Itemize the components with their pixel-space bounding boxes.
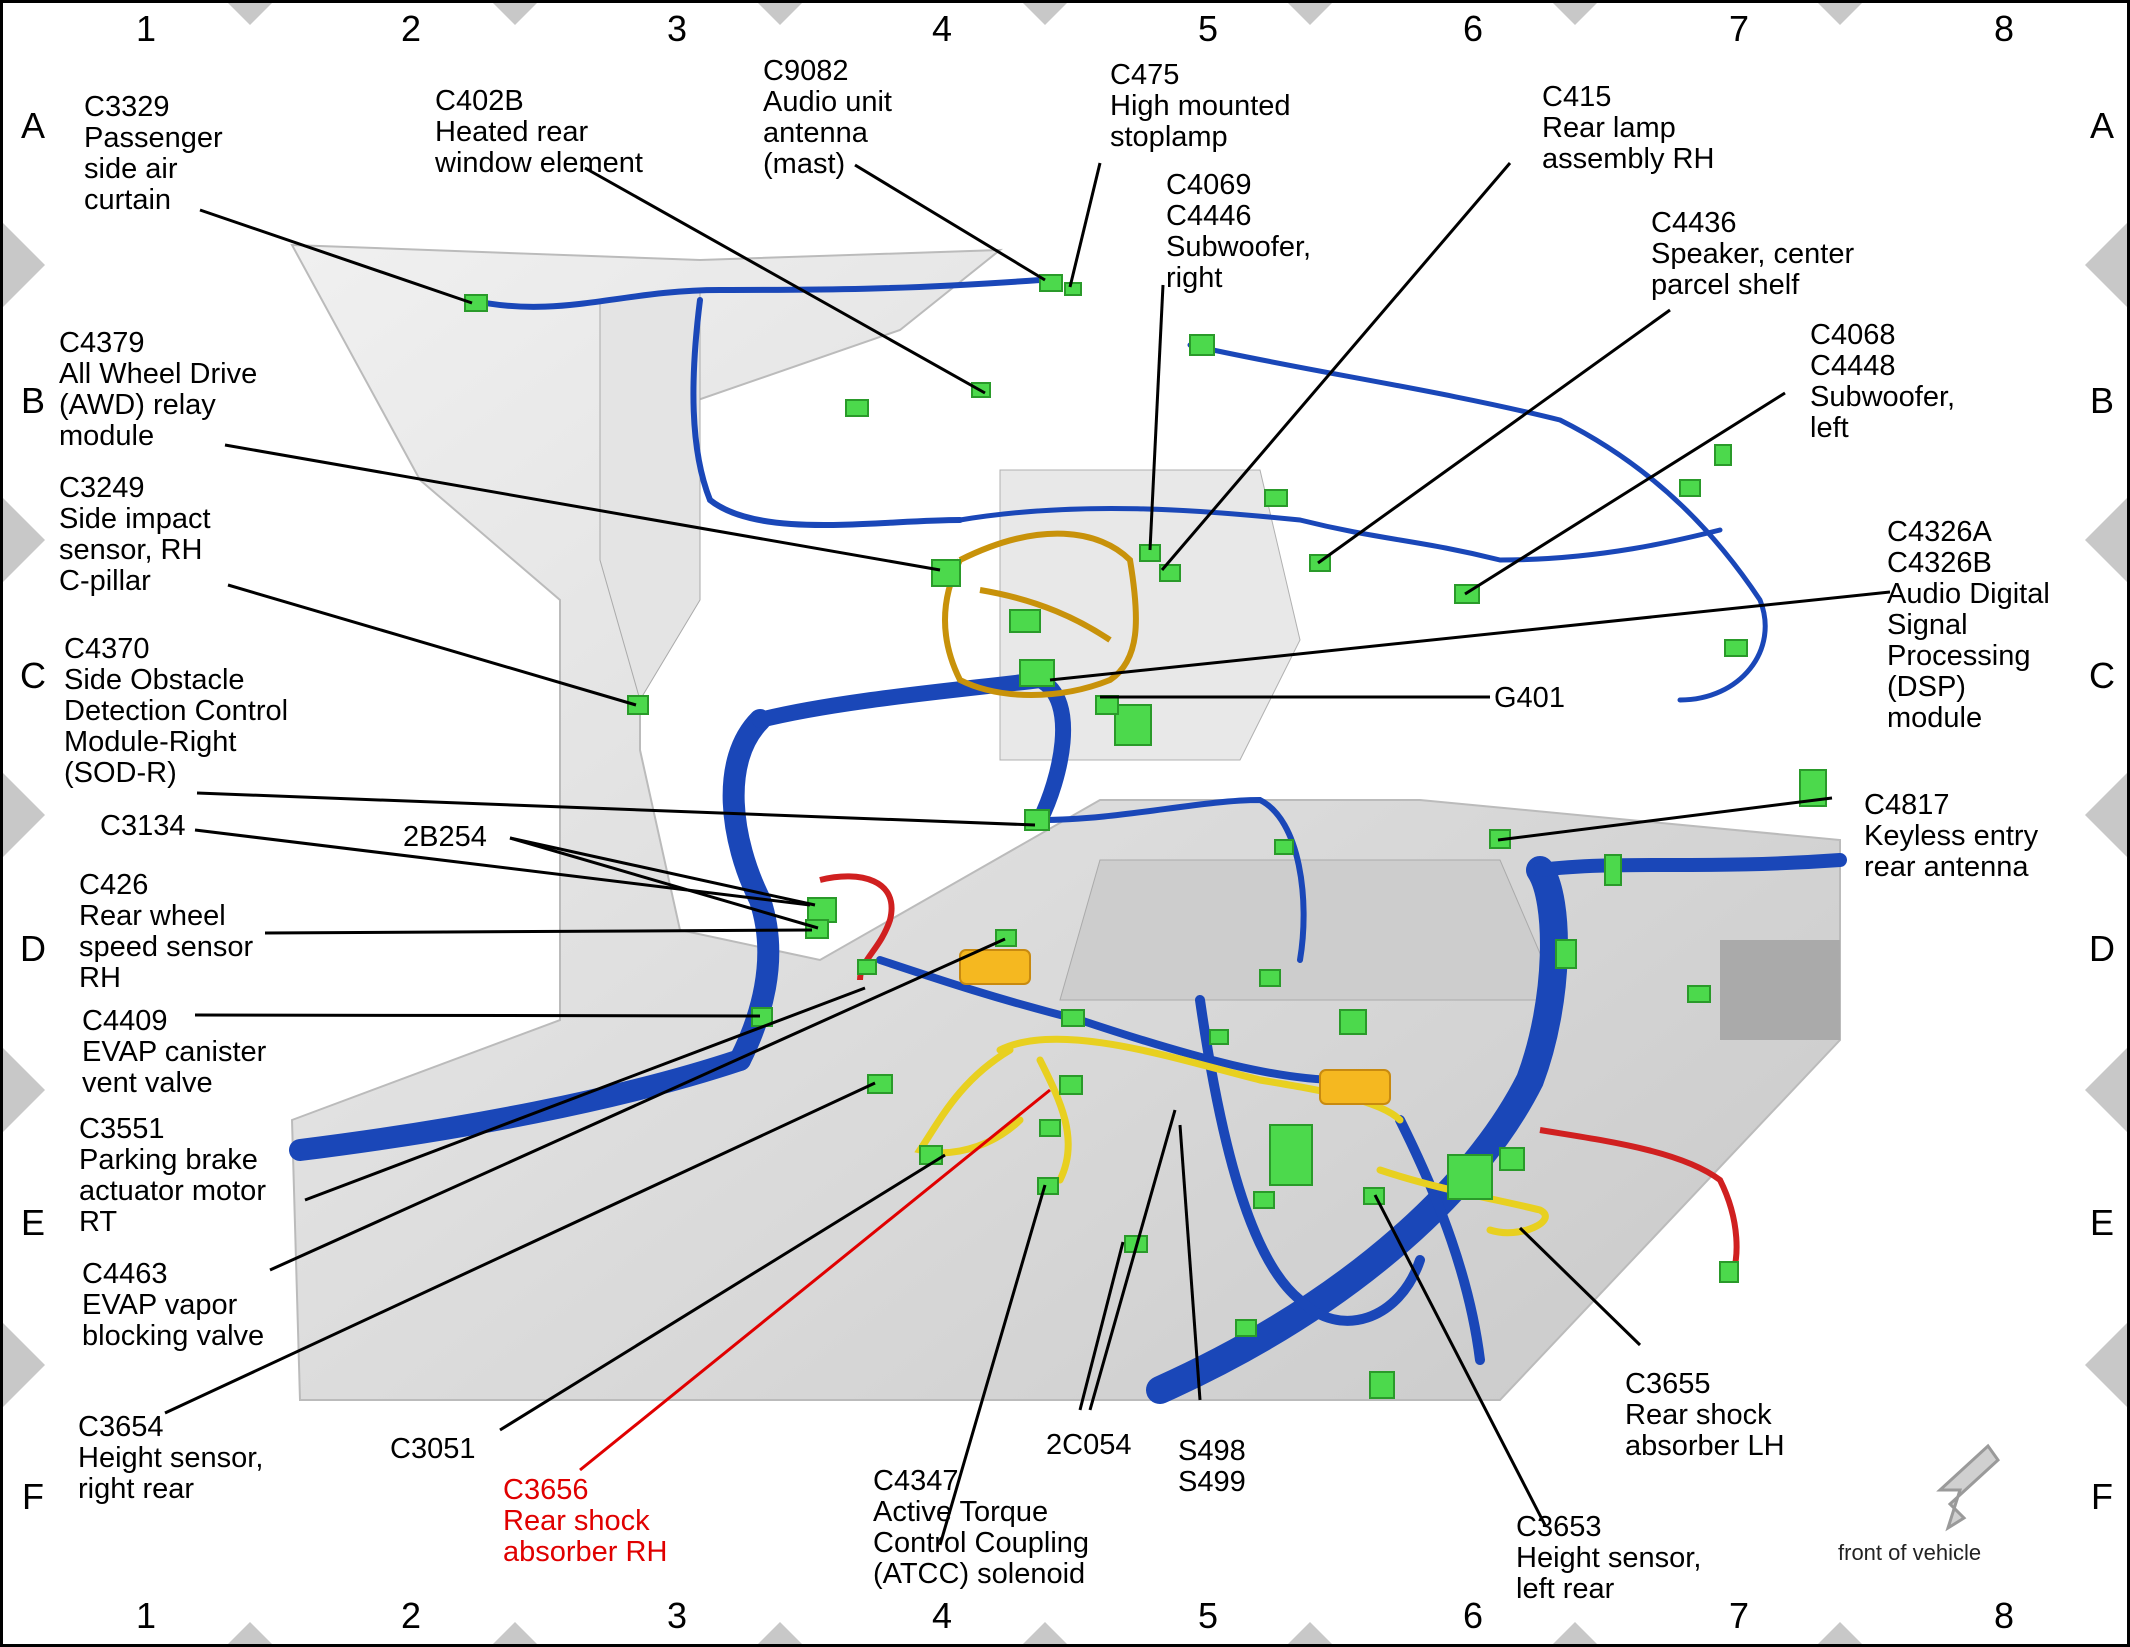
callout-c4370: C4370 Side Obstacle Detection Control Mo…: [64, 633, 289, 789]
callout-c402b: C402B Heated rear window element: [435, 85, 643, 179]
callout-c4436: C4436 Speaker, center parcel shelf: [1651, 207, 1855, 301]
callout-g401: G401: [1494, 682, 1565, 714]
callout-2c054: 2C054: [1046, 1429, 1132, 1461]
callout-c4069: C4069 C4446 Subwoofer, right: [1166, 169, 1312, 294]
callout-c3656: C3656 Rear shock absorber RH: [503, 1474, 668, 1568]
grid-row-d-right: D: [2089, 928, 2115, 969]
callout-c475: C475 High mounted stoplamp: [1110, 59, 1291, 153]
leader-lines: [164, 162, 1891, 1546]
grid-row-f-right: F: [2091, 1476, 2113, 1517]
front-of-vehicle-label: front of vehicle: [1838, 1540, 1982, 1565]
grid-col-6: 6: [1462, 8, 1484, 49]
callout-c3051: C3051: [390, 1433, 476, 1465]
grid-col-3: 3: [666, 8, 688, 49]
grid-col-6-bottom: 6: [1462, 1595, 1484, 1636]
grid-col-1-bottom: 1: [135, 1595, 157, 1636]
callout-c4326: C4326A C4326B Audio Digital Signal Proce…: [1887, 516, 2050, 734]
callout-c415: C415 Rear lamp assembly RH: [1542, 81, 1715, 175]
grid-col-2: 2: [400, 8, 422, 49]
grid-row-b-right: B: [2089, 380, 2114, 421]
callout-2b254: 2B254: [403, 821, 487, 853]
grid-row-c: C: [20, 655, 46, 696]
callout-c3654: C3654 Height sensor, right rear: [78, 1411, 264, 1505]
vehicle-body: [290, 243, 1841, 1401]
callout-c3134: C3134: [100, 810, 186, 842]
grid-row-f: F: [22, 1476, 44, 1517]
grid-col-8-bottom: 8: [1993, 1595, 2015, 1636]
callout-c3551: C3551 Parking brake actuator motor RT: [79, 1113, 266, 1238]
callout-c4817: C4817 Keyless entry rear antenna: [1864, 789, 2039, 883]
grid-col-5: 5: [1197, 8, 1219, 49]
orange-harness: [942, 530, 1139, 698]
grid-col-7-bottom: 7: [1728, 1595, 1750, 1636]
grid-row-e: E: [20, 1202, 45, 1243]
grid-col-7: 7: [1728, 8, 1750, 49]
grid-row-a-right: A: [2089, 105, 2114, 146]
grid-col-4-bottom: 4: [931, 1595, 953, 1636]
highlight-leader: [579, 1088, 1051, 1472]
grid-row-c-right: C: [2089, 655, 2115, 696]
callout-c4463: C4463 EVAP vapor blocking valve: [82, 1258, 265, 1352]
front-arrow-icon: [1936, 1443, 2000, 1532]
callout-c3329: C3329 Passenger side air curtain: [84, 91, 223, 216]
grid-col-5-bottom: 5: [1197, 1595, 1219, 1636]
callout-c3655: C3655 Rear shock absorber LH: [1625, 1368, 1785, 1462]
grid-row-d: D: [20, 928, 46, 969]
grid-row-b: B: [20, 380, 45, 421]
yellow-blocks: [959, 949, 1391, 1105]
callout-c4409: C4409 EVAP canister vent valve: [82, 1005, 267, 1099]
grid-col-8: 8: [1993, 8, 2015, 49]
callout-c4347: C4347 Active Torque Control Coupling (AT…: [873, 1465, 1090, 1590]
callout-c426: C426 Rear wheel speed sensor RH: [79, 869, 254, 994]
grid-row-a: A: [20, 105, 45, 146]
grid-col-4: 4: [931, 8, 953, 49]
grid-row-e-right: E: [2089, 1202, 2114, 1243]
callout-c9082: C9082 Audio unit antenna (mast): [763, 55, 892, 180]
grid-col-1: 1: [135, 8, 157, 49]
callout-c3653: C3653 Height sensor, left rear: [1516, 1511, 1702, 1605]
callout-c3249: C3249 Side impact sensor, RH C-pillar: [59, 472, 211, 597]
grid-col-2-bottom: 2: [400, 1595, 422, 1636]
callout-c4379: C4379 All Wheel Drive (AWD) relay module: [59, 327, 258, 452]
callout-s498: S498 S499: [1178, 1435, 1246, 1498]
callout-c4068: C4068 C4448 Subwoofer, left: [1810, 319, 1956, 444]
grid-col-3-bottom: 3: [666, 1595, 688, 1636]
